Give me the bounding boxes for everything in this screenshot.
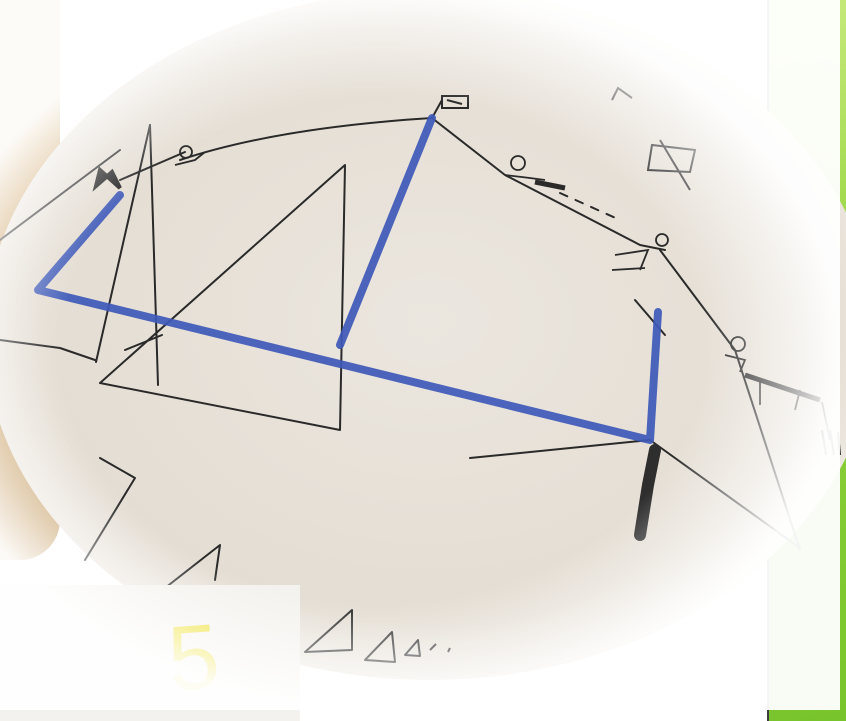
page-number-card [0, 585, 300, 721]
page-number: 5 [165, 610, 222, 705]
paper-sheet [0, 0, 846, 680]
